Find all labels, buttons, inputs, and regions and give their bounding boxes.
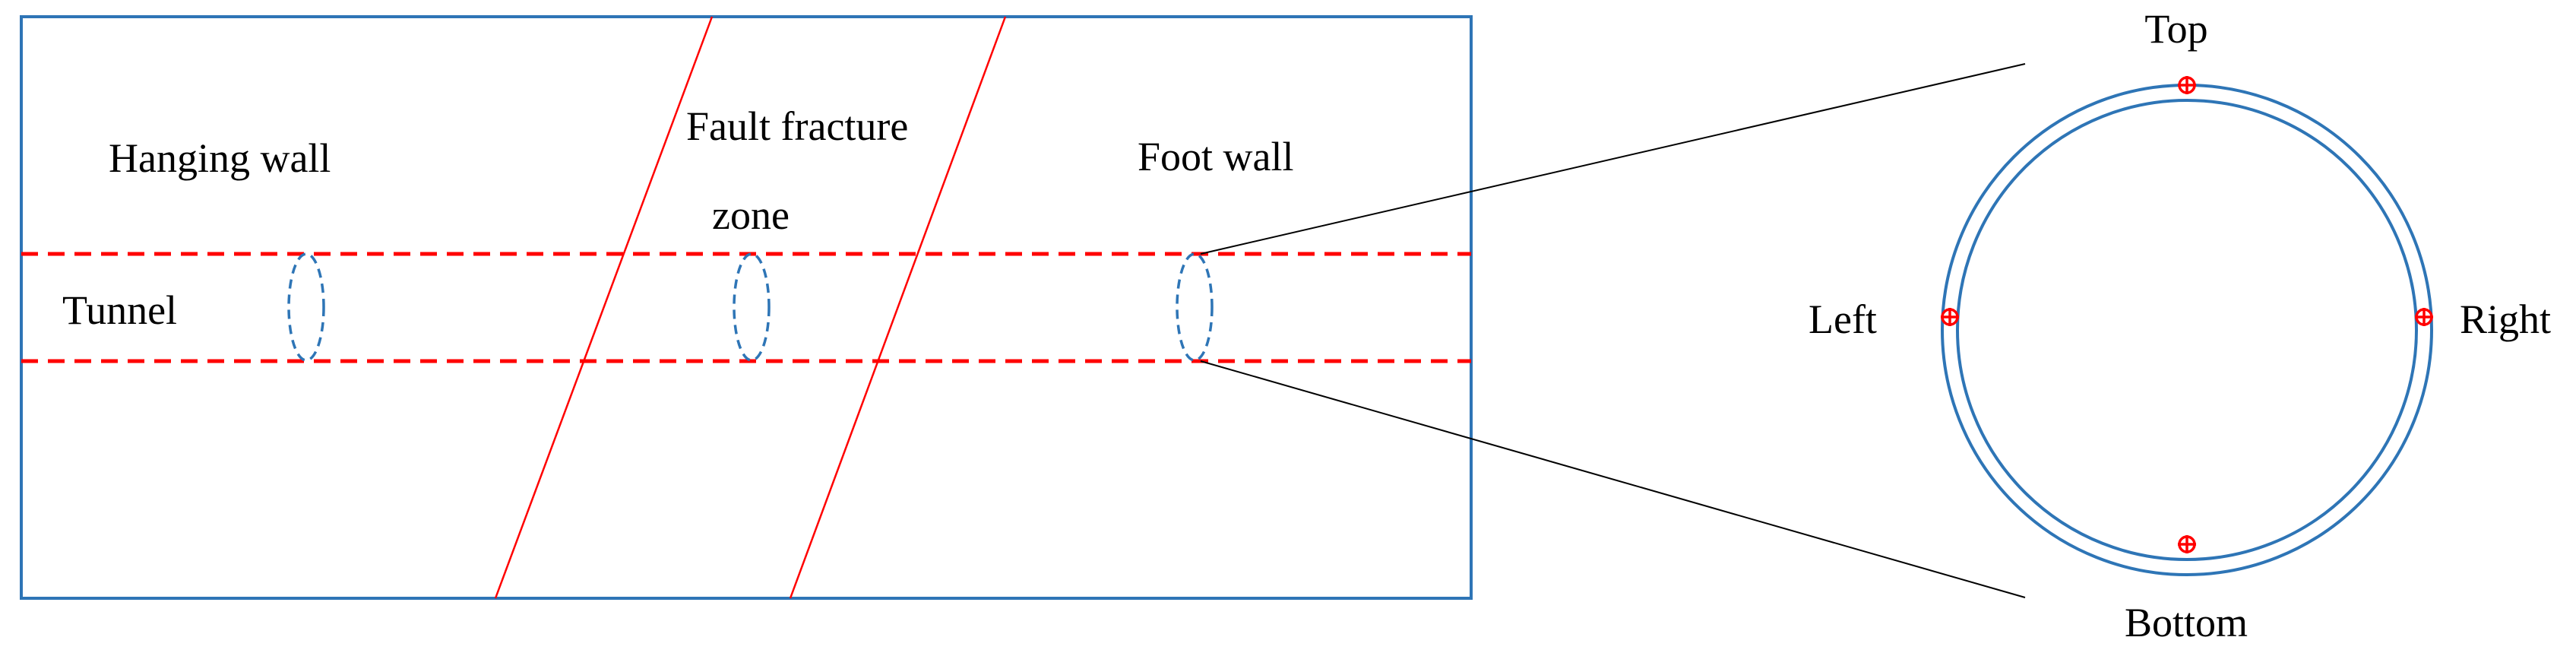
tunnel-section-foot-wall bbox=[1176, 252, 1214, 362]
label-right: Right bbox=[2460, 296, 2551, 342]
label-left: Left bbox=[1809, 296, 1877, 342]
fault-line-right bbox=[789, 16, 1007, 599]
fault-line-left bbox=[494, 16, 714, 599]
tunnel-section-hanging-wall bbox=[287, 252, 325, 362]
label-tunnel: Tunnel bbox=[62, 287, 177, 333]
label-bottom: Bottom bbox=[2125, 600, 2248, 645]
label-fault-zone-line2: zone bbox=[712, 192, 790, 238]
zoom-line-upper bbox=[1200, 63, 2026, 255]
longitudinal-section: Hanging wall Fault fracture zone Foot wa… bbox=[20, 15, 1473, 600]
monitoring-point-left bbox=[1941, 308, 1959, 326]
monitoring-point-top bbox=[2178, 76, 2196, 94]
monitoring-point-right bbox=[2415, 308, 2433, 326]
label-hanging-wall: Hanging wall bbox=[109, 135, 331, 181]
label-top: Top bbox=[2144, 6, 2207, 52]
tunnel-cross-section: Top Bottom Left Right bbox=[1809, 6, 2551, 645]
inner-lining-ring bbox=[1956, 99, 2418, 561]
section-frame bbox=[20, 15, 1473, 600]
zoom-line-lower bbox=[1200, 360, 2026, 598]
tunnel-section-fault-zone bbox=[733, 252, 771, 362]
label-fault-zone-line1: Fault fracture bbox=[686, 103, 908, 149]
outer-lining-ring bbox=[1941, 84, 2433, 576]
monitoring-point-bottom bbox=[2178, 535, 2196, 553]
label-foot-wall: Foot wall bbox=[1138, 134, 1294, 179]
